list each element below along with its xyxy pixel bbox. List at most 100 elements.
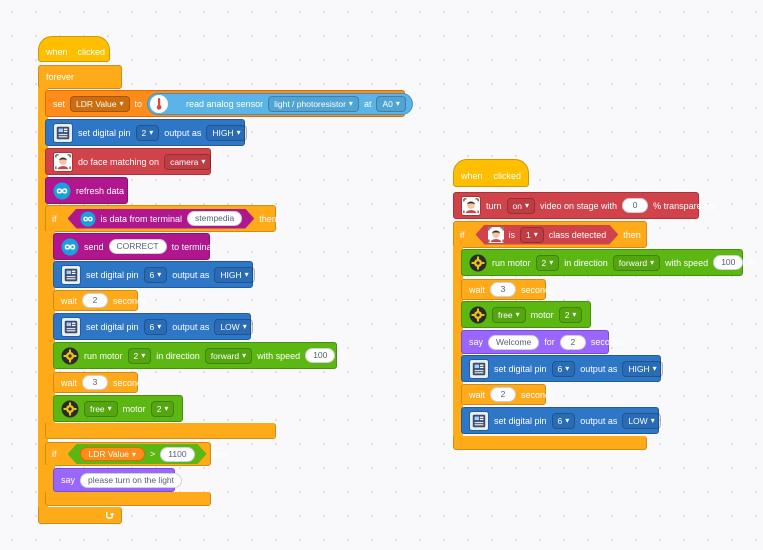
wait-block[interactable]: wait 2 seconds bbox=[461, 384, 555, 405]
sensor-pin-dropdown[interactable]: A0 bbox=[376, 95, 406, 112]
gear-icon bbox=[469, 254, 487, 272]
speed-input[interactable]: 100 bbox=[713, 255, 744, 270]
pin-dropdown[interactable]: 6 bbox=[143, 266, 168, 283]
say-text-input[interactable]: Welcome bbox=[488, 334, 540, 350]
transparency-input[interactable]: 0 bbox=[622, 198, 649, 213]
wait-label: wait bbox=[61, 295, 78, 306]
say-for-secs-block[interactable]: say Welcome for 2 seconds bbox=[461, 330, 624, 354]
output-as-label: output as bbox=[164, 127, 202, 138]
for-label: for bbox=[544, 337, 555, 347]
wait-seconds-input[interactable]: 2 bbox=[490, 387, 517, 402]
motor-dropdown[interactable]: 2 bbox=[535, 254, 560, 271]
pin-dropdown[interactable]: 6 bbox=[551, 360, 576, 377]
in-direction-label: in direction bbox=[156, 350, 200, 361]
set-variable-block[interactable]: set LDR Value to read analog sensor ligh… bbox=[45, 90, 413, 117]
set-digital-pin-block[interactable]: set digital pin 6 output as HIGH bbox=[53, 261, 255, 288]
direction-dropdown[interactable]: forward bbox=[612, 254, 661, 271]
video-state-dropdown[interactable]: on bbox=[506, 197, 535, 214]
run-motor-block[interactable]: run motor 2 in direction forward with sp… bbox=[53, 342, 348, 369]
send-text-input[interactable]: CORRECT bbox=[108, 239, 167, 254]
say-block[interactable]: say please turn on the light bbox=[53, 468, 183, 492]
wait-block[interactable]: wait 3 seconds bbox=[53, 372, 147, 393]
pin-dropdown[interactable]: 6 bbox=[143, 318, 168, 335]
pin-state-dropdown[interactable]: LOW bbox=[622, 412, 661, 429]
class-detected-label: class detected bbox=[548, 229, 607, 240]
turn-label: turn bbox=[486, 200, 502, 211]
motor-mode-dropdown[interactable]: free bbox=[84, 400, 118, 417]
seconds-label: seconds bbox=[590, 337, 625, 347]
terminal-name-input[interactable]: stempedia bbox=[187, 211, 242, 226]
seconds-label: seconds bbox=[113, 295, 147, 306]
wait-block[interactable]: wait 3 seconds bbox=[461, 279, 555, 300]
wait-label: wait bbox=[469, 284, 486, 295]
set-digital-pin-block[interactable]: set digital pin 6 output as HIGH bbox=[461, 355, 663, 382]
wait-seconds-input[interactable]: 3 bbox=[490, 282, 517, 297]
run-motor-label: run motor bbox=[492, 257, 531, 268]
hat-when-flag-clicked[interactable]: when clicked bbox=[453, 159, 529, 187]
wait-block[interactable]: wait 2 seconds bbox=[53, 290, 147, 311]
motor-dropdown[interactable]: 2 bbox=[558, 306, 583, 323]
class-dropdown[interactable]: 1 bbox=[520, 227, 544, 243]
greater-than-condition[interactable]: LDR Value > 1100 bbox=[68, 444, 207, 464]
set-digital-pin-block[interactable]: set digital pin 6 output as LOW bbox=[461, 407, 661, 434]
gear-icon bbox=[61, 400, 79, 418]
say-seconds-input[interactable]: 2 bbox=[559, 334, 586, 350]
at-label: at bbox=[363, 98, 372, 109]
pin-state-dropdown[interactable]: HIGH bbox=[622, 360, 663, 377]
to-terminal-label: to terminal bbox=[171, 241, 214, 252]
if-spine bbox=[45, 465, 55, 495]
speed-input[interactable]: 100 bbox=[305, 348, 336, 363]
set-digital-pin-label: set digital pin bbox=[494, 363, 547, 374]
if-block-ldr[interactable]: if LDR Value > 1100 then bbox=[45, 442, 229, 466]
pin-dropdown[interactable]: 2 bbox=[135, 124, 160, 141]
motor-mode-dropdown[interactable]: free bbox=[492, 306, 526, 323]
clicked-label: clicked bbox=[77, 47, 106, 57]
face-icon bbox=[461, 195, 481, 216]
infinity-icon bbox=[61, 238, 79, 256]
with-speed-label: with speed bbox=[257, 350, 301, 361]
ldr-value-reporter[interactable]: LDR Value bbox=[80, 447, 146, 461]
read-analog-sensor-reporter[interactable]: read analog sensor light / photoresistor… bbox=[147, 92, 413, 115]
free-motor-block[interactable]: free motor 2 bbox=[53, 395, 183, 422]
wait-seconds-input[interactable]: 2 bbox=[82, 293, 109, 308]
face-matching-label: do face matching on bbox=[78, 156, 160, 167]
send-to-terminal-block[interactable]: send CORRECT to terminal bbox=[53, 233, 214, 260]
seconds-label: seconds bbox=[521, 284, 555, 295]
if-block-class[interactable]: if is 1 class detected then bbox=[453, 221, 647, 248]
pin-state-dropdown[interactable]: HIGH bbox=[214, 266, 255, 283]
set-digital-pin-block[interactable]: set digital pin 6 output as LOW bbox=[53, 313, 253, 340]
pin-state-dropdown[interactable]: HIGH bbox=[206, 124, 247, 141]
if-block-terminal[interactable]: if is data from terminal stempedia then bbox=[45, 205, 277, 232]
wait-seconds-input[interactable]: 3 bbox=[82, 375, 109, 390]
pin-dropdown[interactable]: 6 bbox=[551, 412, 576, 429]
gear-icon bbox=[61, 347, 79, 365]
run-motor-block[interactable]: run motor 2 in direction forward with sp… bbox=[461, 249, 756, 276]
refresh-data-block[interactable]: refresh data bbox=[45, 177, 128, 204]
seconds-label: seconds bbox=[113, 377, 147, 388]
face-source-dropdown[interactable]: camera bbox=[164, 153, 212, 170]
threshold-input[interactable]: 1100 bbox=[160, 447, 194, 462]
class-detected-condition[interactable]: is 1 class detected bbox=[476, 225, 619, 245]
set-label: set bbox=[53, 98, 66, 109]
to-label: to bbox=[134, 98, 143, 109]
turn-video-block[interactable]: turn on video on stage with 0 % transpar… bbox=[453, 192, 716, 219]
hat-when-flag-clicked[interactable]: when clicked bbox=[38, 36, 110, 62]
variable-dropdown[interactable]: LDR Value bbox=[70, 95, 130, 112]
percent-label: % bbox=[340, 350, 349, 361]
pin-state-dropdown[interactable]: LOW bbox=[214, 318, 253, 335]
if-label: if bbox=[52, 449, 57, 459]
forever-block[interactable]: forever bbox=[38, 65, 122, 89]
say-text-input[interactable]: please turn on the light bbox=[80, 472, 183, 488]
face-matching-block[interactable]: do face matching on camera bbox=[45, 148, 212, 175]
gear-icon bbox=[469, 306, 487, 324]
set-digital-pin-block[interactable]: set digital pin 2 output as HIGH bbox=[45, 119, 247, 146]
motor-dropdown[interactable]: 2 bbox=[150, 400, 175, 417]
when-label: when bbox=[46, 47, 68, 57]
free-motor-block[interactable]: free motor 2 bbox=[461, 301, 591, 328]
send-label: send bbox=[84, 241, 104, 252]
sensor-dropdown[interactable]: light / photoresistor bbox=[268, 95, 359, 112]
direction-dropdown[interactable]: forward bbox=[204, 347, 253, 364]
motor-dropdown[interactable]: 2 bbox=[127, 347, 152, 364]
face-icon bbox=[488, 227, 504, 243]
is-data-from-terminal-condition[interactable]: is data from terminal stempedia bbox=[68, 209, 255, 229]
